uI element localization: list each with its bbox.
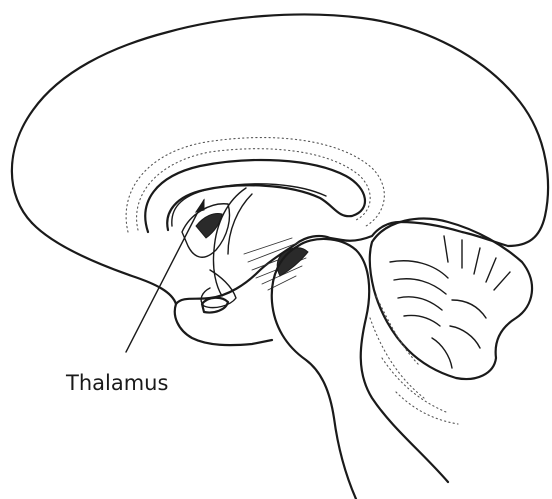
thalamus-pointer-line bbox=[126, 200, 204, 352]
cerebrum-outline bbox=[12, 14, 548, 345]
frontal-lobe-base bbox=[32, 223, 176, 304]
corpus-callosum-inner bbox=[172, 184, 326, 226]
brainstem bbox=[272, 239, 448, 499]
thalamus-label: Thalamus bbox=[66, 371, 168, 395]
cerebellum-folia bbox=[390, 236, 510, 368]
corpus-callosum bbox=[145, 160, 365, 232]
fornix-inner bbox=[228, 194, 252, 254]
thalamus-pointer-arrowhead bbox=[196, 200, 204, 212]
cerebellum-outline bbox=[370, 219, 532, 379]
